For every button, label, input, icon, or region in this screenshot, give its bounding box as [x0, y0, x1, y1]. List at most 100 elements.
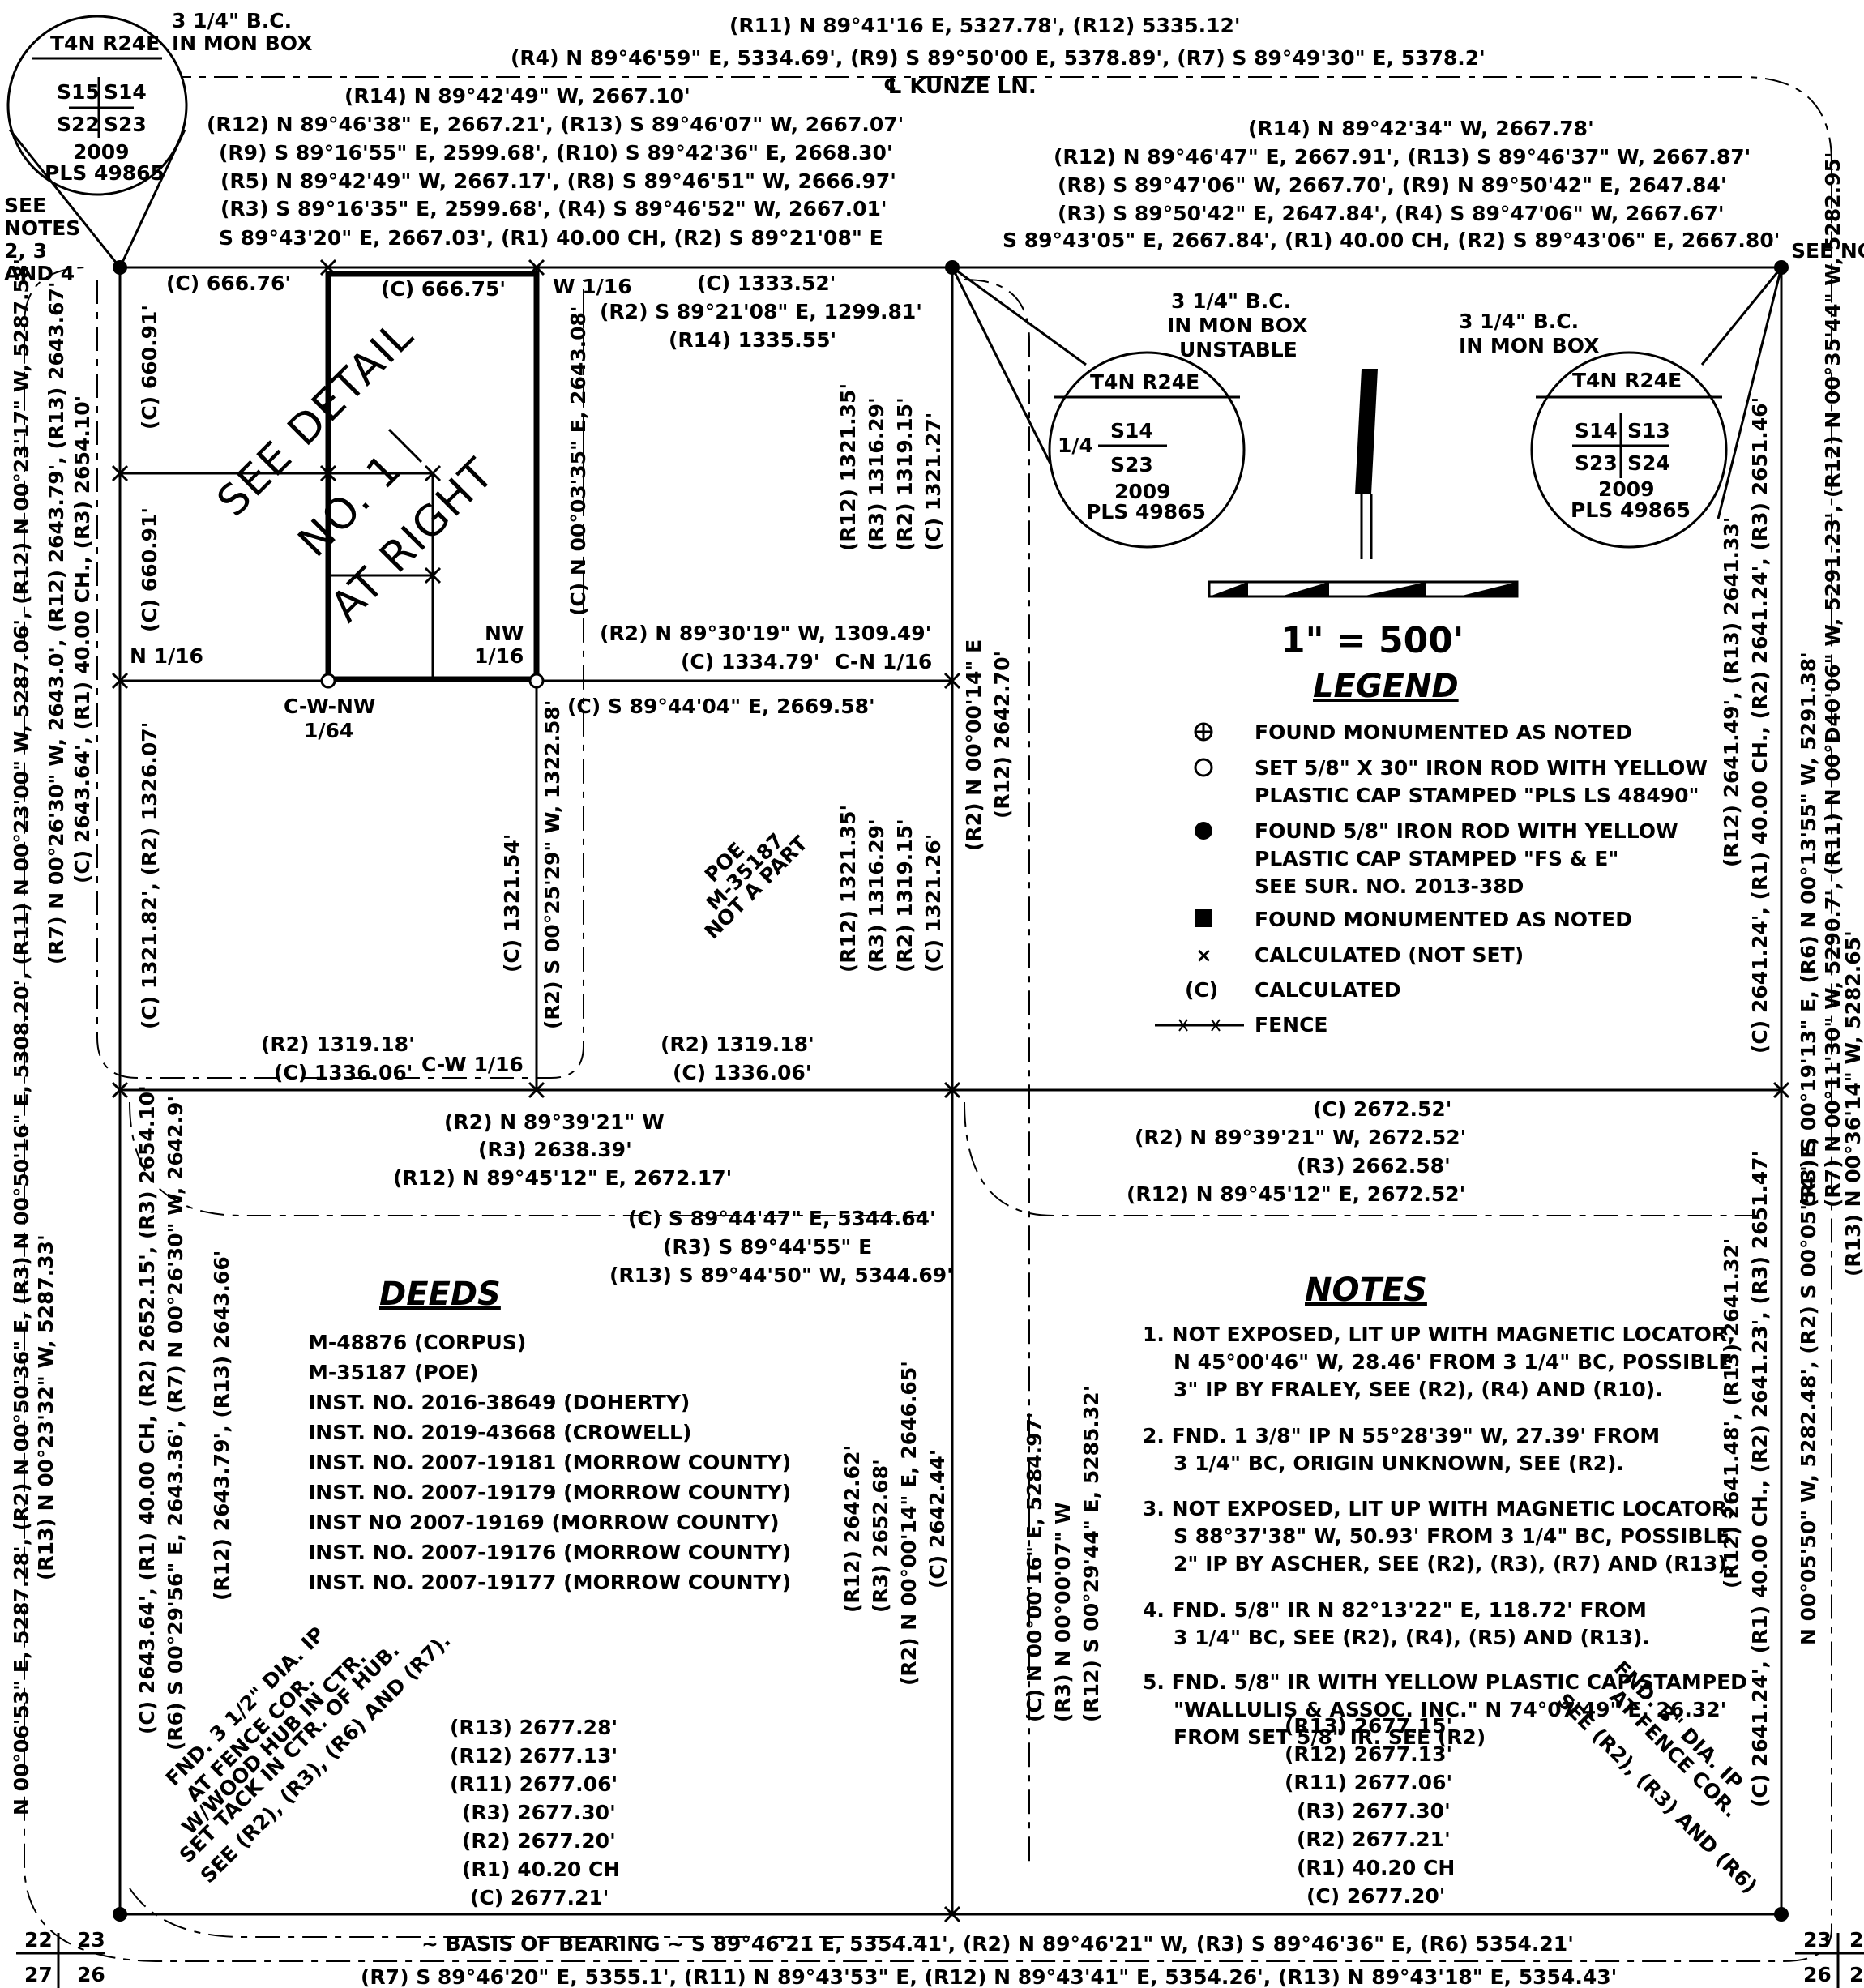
nw-r2-1299: (R2) S 89°21'08" E, 1299.81' — [600, 300, 922, 323]
legend-item-5: PLASTIC CAP STAMPED "FS & E" — [1255, 847, 1618, 870]
calc-x-mark — [111, 672, 129, 690]
calc-x-mark — [528, 259, 545, 276]
nw-r2-1319-a: (R2) 1319.18' — [261, 1032, 415, 1056]
nw-c1336-a: (C) 1336.06' — [274, 1061, 413, 1084]
sw-dist-3: (R11) 2677.06' — [450, 1772, 618, 1796]
cwnw-set-iron-rod — [320, 673, 336, 689]
top-left-call-4: (R5) N 89°42'49" W, 2667.17', (R8) S 89°… — [220, 169, 896, 193]
see-no-label: SEE NO — [1791, 239, 1864, 263]
legend-c-symbol: (C) — [1185, 978, 1218, 1002]
legend-item-10: FENCE — [1255, 1013, 1328, 1037]
cl-r3-5344: (R3) S 89°44'55" E — [663, 1235, 872, 1259]
top-r11-line: (R11) N 89°41'16 E, 5327.78', (R12) 5335… — [729, 14, 1241, 37]
ne-s4: S24 — [1627, 451, 1670, 475]
east-edge-v4: (R7) N 00°11'30" W, 5290.7', (R11) N 00°… — [1821, 152, 1845, 1208]
se-dist-6: (R1) 40.20 CH — [1297, 1856, 1455, 1879]
nw-callout-circle — [6, 15, 188, 196]
nw-bc-sub: IN MON BOX — [172, 32, 312, 55]
legend-found-square-icon — [1195, 909, 1212, 927]
calc-x-mark — [319, 259, 337, 276]
sw-dist-1: (R13) 2677.28' — [450, 1716, 618, 1739]
west-edge-labels: N 00°06'53" E, 5287.28', (R2) N 00°50'36… — [10, 259, 94, 1815]
top-right-call-4: (R3) S 89°50'42" E, 2647.84', (R4) S 89°… — [1058, 202, 1725, 225]
se-box-c: 26 — [1803, 1963, 1832, 1986]
top-right-call-2: (R12) N 89°46'47" E, 2667.91', (R13) S 8… — [1054, 145, 1751, 169]
west-edge-v4: (C) 2643.64', (R1) 40.00 CH., (R3) 2654.… — [71, 395, 94, 883]
note-line-1: 1. NOT EXPOSED, LIT UP WITH MAGNETIC LOC… — [1143, 1323, 1735, 1346]
nw-r2-1319-b: (R2) 1319.18' — [661, 1032, 814, 1056]
cl-r12: (R12) N 89°45'12" E, 2672.52' — [1127, 1182, 1465, 1206]
nw-monument-callout: T4N R24E 3 1/4" B.C. IN MON BOX S15 S14 … — [4, 9, 312, 285]
deed-item-5: INST. NO. 2007-19181 (MORROW COUNTY) — [308, 1451, 791, 1474]
deed-item-6: INST. NO. 2007-19179 (MORROW COUNTY) — [308, 1481, 791, 1504]
ne-circle — [1530, 351, 1728, 549]
ne-pls: PLS 49865 — [1571, 498, 1691, 522]
note-line-11: 5. FND. 5/8" IR WITH YELLOW PLASTIC CAP … — [1143, 1670, 1747, 1694]
nw-v2-r12: (R12) 1321.35' — [836, 805, 860, 973]
legend-fence-x — [1178, 1019, 1221, 1032]
s-fence-dashed — [129, 1888, 924, 1938]
deed-item-2: M-35187 (POE) — [308, 1361, 478, 1384]
east-edge-v7: (C) 2641.24', (R1) 40.00 CH., (R2) 2641.… — [1748, 1151, 1772, 1807]
note-line-10: 3 1/4" BC, SEE (R2), (R4), (R5) AND (R13… — [1174, 1626, 1650, 1649]
note-line-6: 3. NOT EXPOSED, LIT UP WITH MAGNETIC LOC… — [1143, 1497, 1735, 1520]
ne-s3: S23 — [1575, 451, 1618, 475]
sw-v-mid-1: (R12) 2642.62' — [840, 1445, 864, 1613]
ne-leader — [1700, 267, 1783, 366]
top-right-call-5: S 89°43'05" E, 2667.84', (R1) 40.00 CH, … — [1003, 229, 1780, 252]
ne-monument-callout: 3 1/4" B.C. IN MON BOX T4N R24E S14 S13 … — [1459, 239, 1864, 549]
legend-found-rod-icon — [1195, 822, 1212, 840]
cwnw-label-2: 1/64 — [304, 719, 353, 742]
center-fence-dashed — [964, 279, 1030, 1864]
detail-leader — [387, 428, 423, 464]
see-notes-3: 2, 3 — [4, 239, 47, 263]
deed-item-1: M-48876 (CORPUS) — [308, 1331, 526, 1354]
nw-v-r3-1316: (R3) 1316.29' — [865, 397, 888, 551]
nw-v-1326: (C) 1321.82', (R2) 1326.07' — [138, 722, 161, 1029]
calc-x-mark — [111, 1081, 129, 1099]
sw-dist-6: (R1) 40.20 CH — [462, 1858, 620, 1881]
nw-c2669: (C) S 89°44'04" E, 2669.58' — [567, 695, 875, 718]
nw-bc-title: 3 1/4" B.C. — [172, 9, 292, 32]
nw-s4: S23 — [104, 113, 147, 136]
nw-v-c1321: (C) 1321.27' — [921, 413, 945, 551]
se-dist-2: (R12) 2677.13' — [1285, 1742, 1452, 1766]
calc-x-mark — [943, 672, 961, 690]
n-quarter-year: 2009 — [1114, 480, 1171, 503]
top-left-call-2: (R12) N 89°46'38" E, 2667.21', (R13) S 8… — [207, 113, 904, 136]
cwnw-label: C-W-NW — [284, 695, 376, 718]
se-box-d: 2 — [1849, 1963, 1863, 1986]
nw-c666-75: (C) 666.75' — [381, 277, 506, 301]
n-quarter-s1: S14 — [1110, 419, 1153, 442]
nw-year: 2009 — [73, 140, 130, 164]
west-edge-v1: N 00°06'53" E, 5287.28', (R2) N 00°50'36… — [10, 259, 33, 1815]
legend-set-rod-icon — [1194, 758, 1213, 777]
sw-box-b: 23 — [77, 1928, 105, 1952]
legend-title: LEGEND — [1313, 668, 1459, 705]
ne-sub: IN MON BOX — [1459, 334, 1599, 357]
n-quarter-leader — [951, 266, 1087, 366]
note-line-9: 4. FND. 5/8" IR N 82°13'22" E, 118.72' F… — [1143, 1598, 1647, 1622]
n-quarter-q: 1/4 — [1058, 434, 1093, 457]
bottom-bearings: ~ BASIS OF BEARING ~ S 89°46'21 E, 5354.… — [361, 1932, 1617, 1988]
note-line-3: 3" IP BY FRALEY, SEE (R2), (R4) AND (R10… — [1174, 1378, 1663, 1401]
legend: LEGEND FOUND MONUMENTED AS NOTED SET 5/8… — [1155, 668, 1708, 1037]
nw-callout-leader — [8, 129, 122, 268]
note-line-13: FROM SET 5/8" IR. SEE (R2) — [1174, 1725, 1486, 1749]
cl-r13-5344: (R13) S 89°44'50" W, 5344.69' — [609, 1263, 953, 1287]
see-notes-2: NOTES — [4, 216, 80, 240]
deed-item-7: INST NO 2007-19169 (MORROW COUNTY) — [308, 1511, 780, 1534]
calc-x-mark — [943, 1905, 961, 1923]
dashed-boundaries — [24, 76, 1832, 1962]
nw-v2-c: (C) 1321.26' — [921, 834, 945, 973]
ne-title: 3 1/4" B.C. — [1459, 310, 1579, 333]
note-line-4: 2. FND. 1 3/8" IP N 55°28'39" W, 27.39' … — [1143, 1424, 1660, 1447]
n-quarter-circle — [1048, 351, 1246, 549]
nw-pls: PLS 49865 — [45, 161, 165, 185]
se-fence-dashed — [964, 1101, 1767, 1216]
top-right-call-1: (R14) N 89°42'34" W, 2667.78' — [1248, 117, 1594, 140]
monuments — [111, 259, 1790, 1923]
nw-fence-dashed — [96, 280, 584, 1079]
